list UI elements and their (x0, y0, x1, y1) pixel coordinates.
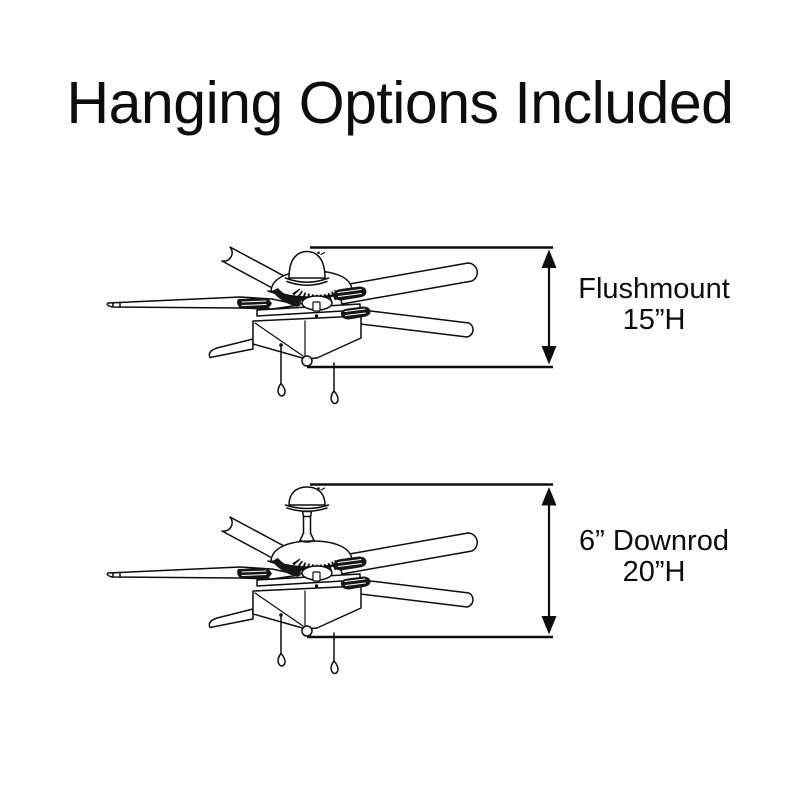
downrod-ball-joint (301, 510, 313, 518)
mount-type-label: Flushmount (578, 273, 730, 305)
flushmount-label: Flushmount 15”H (556, 274, 752, 336)
mount-height-label: 15”H (622, 304, 686, 336)
arrowhead-down (541, 346, 557, 365)
flushmount-canopy (288, 250, 326, 279)
downrod-rod (299, 515, 315, 543)
downrod-fan-drawing (107, 486, 477, 673)
mount-type-label: 6” Downrod (579, 525, 729, 557)
downrod-canopy (288, 486, 326, 506)
mount-height-label: 20”H (622, 556, 686, 588)
downrod-dimension-arrow (307, 483, 557, 639)
arrowhead-up (541, 487, 557, 506)
arrowhead-down (541, 616, 557, 635)
downrod-label: 6” Downrod 20”H (556, 526, 752, 588)
page-title: Hanging Options Included (66, 70, 734, 136)
flushmount-fan-drawing (107, 247, 477, 403)
arrowhead-up (541, 249, 557, 268)
flushmount-dimension-arrow (307, 246, 557, 369)
